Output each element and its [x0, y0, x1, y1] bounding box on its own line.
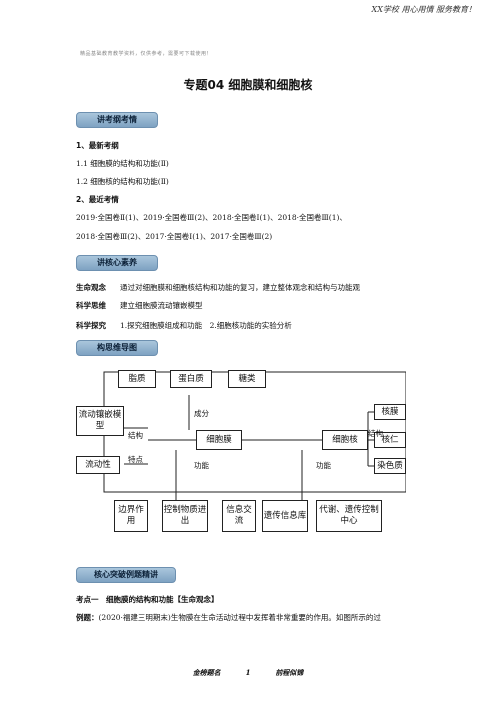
kaogang-heading-2: 2、最近考情 [76, 195, 119, 204]
mm-box-control-center: 代谢、遗传控制中心 [316, 500, 382, 532]
suyang-text: 通过对细胞膜和细胞核结构和功能的复习，建立整体观念和结构与功能观 [120, 283, 360, 292]
mm-box-nuclear-envelope: 核膜 [374, 404, 406, 420]
section-banner-tupo: 核心突破例题精讲 [76, 567, 176, 583]
page-title: 专题04 细胞膜和细胞核 [183, 78, 313, 92]
mm-label-structure-left: 结构 [128, 431, 143, 440]
mm-box-info-exchange: 信息交流 [222, 500, 256, 532]
mm-box-sugar: 糖类 [228, 370, 266, 388]
example-label: 例题： [76, 613, 99, 622]
mm-label-structure-right: 结构 [368, 429, 383, 438]
suyang-label: 科学思维 [76, 301, 106, 310]
kaogang-item-2: 1.2 细胞核的结构和功能(Ⅱ) [76, 177, 169, 186]
example-text: (2020·福建三明期末)生物膜在生命活动过程中发挥着非常重要的作用。如图所示的… [98, 613, 381, 622]
mm-box-lipid: 脂质 [118, 370, 156, 388]
mm-box-chromatin: 染色质 [374, 458, 406, 474]
mm-box-nucleolus: 核仁 [374, 432, 406, 448]
page-number: 1 [245, 668, 251, 677]
kaogang-heading-1: 1、最新考纲 [76, 141, 119, 150]
mm-label-feature: 特点 [128, 455, 143, 464]
mm-box-protein: 蛋白质 [170, 370, 212, 388]
mm-box-fluidity: 流动性 [76, 456, 120, 474]
mm-box-genetic-library: 遗传信息库 [262, 500, 308, 532]
mm-box-cell-membrane: 细胞膜 [196, 430, 242, 450]
mind-map: 脂质 蛋白质 糖类 流动镶嵌模型 流动性 细胞膜 细胞核 核膜 核仁 染色质 边… [74, 368, 406, 540]
footer-left: 金榜题名 [192, 668, 221, 677]
mm-box-boundary: 边界作用 [114, 500, 148, 532]
kaogang-recent-2: 2018·全国卷Ⅲ(2)、2017·全国卷Ⅰ(1)、2017·全国卷Ⅲ(2) [76, 232, 273, 241]
resource-note: 精品基础教育教学资料，仅供参考，需要可下载使用！ [80, 51, 213, 57]
page-footer: 金榜题名 1 前程似锦 [0, 668, 496, 678]
suyang-row-1: 生命观念 通过对细胞膜和细胞核结构和功能的复习，建立整体观念和结构与功能观 [76, 282, 360, 293]
example-line: 例题：(2020·福建三明期末)生物膜在生命活动过程中发挥着非常重要的作用。如图… [76, 612, 381, 623]
suyang-row-3: 科学探究 1.探究细胞膜组成和功能 2.细胞核功能的实验分析 [76, 320, 292, 331]
kaodian-title: 考点一 细胞膜的结构和功能【生命观念】 [76, 595, 219, 604]
section-banner-kaogang: 讲考纲考情 [76, 112, 158, 128]
section-banner-suyang: 讲核心素养 [76, 255, 158, 271]
suyang-label: 科学探究 [76, 321, 106, 330]
header-tagline: XX学校 用心用情 服务教育！ [371, 5, 476, 14]
suyang-label: 生命观念 [76, 283, 106, 292]
mm-label-function-left: 功能 [194, 461, 209, 470]
mm-box-fluid-mosaic: 流动镶嵌模型 [76, 406, 124, 436]
mm-label-composition: 成分 [194, 409, 209, 418]
mm-box-nucleus: 细胞核 [322, 430, 368, 450]
mm-box-control-transport: 控制物质进出 [162, 500, 208, 532]
kaogang-recent-1: 2019·全国卷Ⅱ(1)、2019·全国卷Ⅲ(2)、2018·全国卷Ⅰ(1)、2… [76, 213, 347, 222]
footer-right: 前程似锦 [275, 668, 304, 677]
mm-label-function-right: 功能 [316, 461, 331, 470]
suyang-text: 1.探究细胞膜组成和功能 2.细胞核功能的实验分析 [120, 321, 292, 330]
kaogang-item-1: 1.1 细胞膜的结构和功能(Ⅱ) [76, 159, 169, 168]
section-banner-mindmap: 构思维导图 [76, 340, 158, 356]
suyang-row-2: 科学思维 建立细胞膜流动镶嵌模型 [76, 300, 203, 311]
suyang-text: 建立细胞膜流动镶嵌模型 [120, 301, 203, 310]
